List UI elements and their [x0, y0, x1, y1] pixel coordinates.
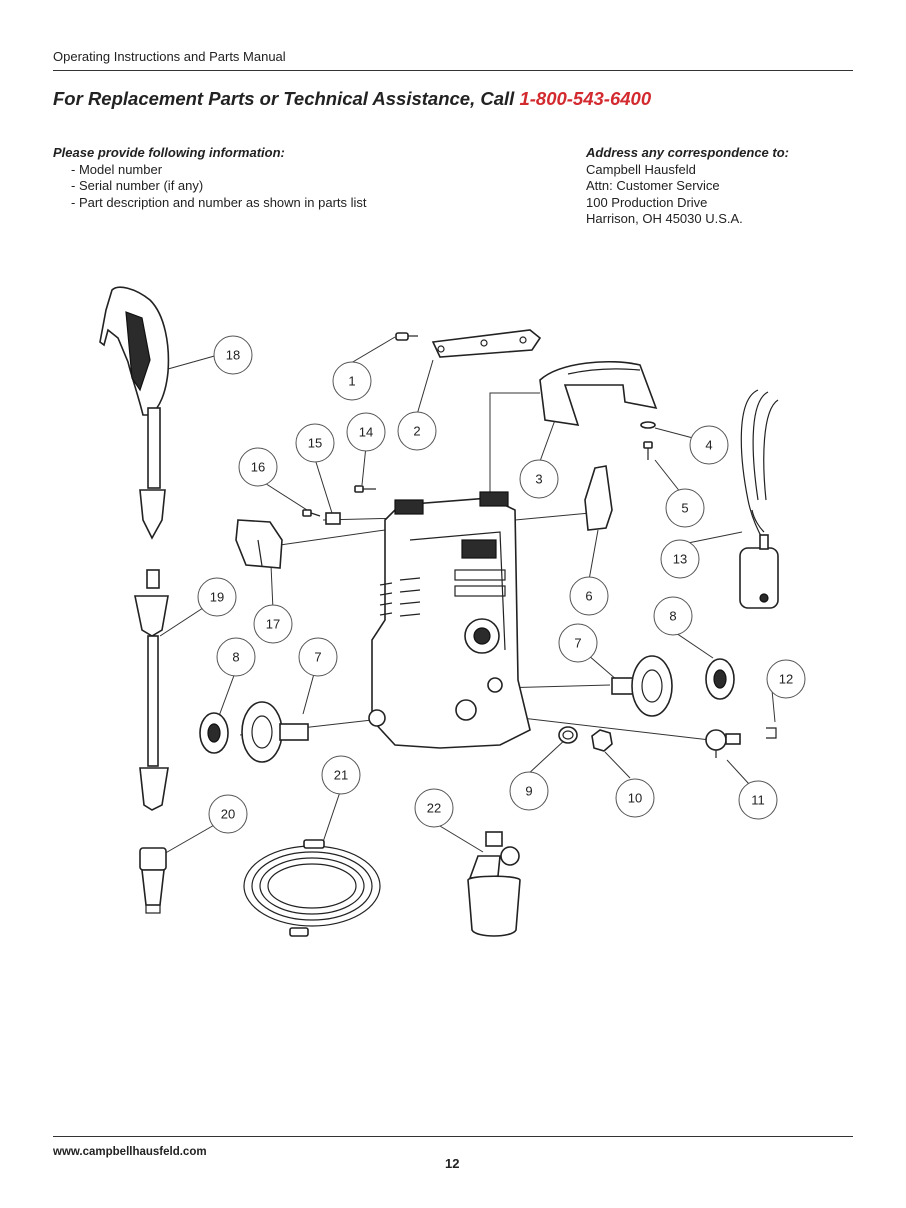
- part-axle-7-left: [241, 701, 309, 763]
- headline: For Replacement Parts or Technical Assis…: [53, 88, 651, 110]
- part-washer-4: [640, 421, 656, 429]
- part-screw-14: [354, 485, 376, 493]
- part-screw-1: [395, 332, 418, 341]
- part-o-ring-9: [558, 726, 578, 744]
- svg-text:21: 21: [334, 768, 348, 783]
- headline-text: For Replacement Parts or Technical Assis…: [53, 88, 520, 109]
- svg-text:1: 1: [348, 374, 355, 389]
- callout[interactable]: 2: [397, 411, 437, 451]
- callout[interactable]: 7: [558, 623, 598, 663]
- callout[interactable]: 1: [332, 361, 372, 401]
- callout[interactable]: 17: [253, 604, 293, 644]
- callout[interactable]: 8: [216, 637, 256, 677]
- callout[interactable]: 15: [295, 423, 335, 463]
- svg-text:18: 18: [226, 348, 240, 363]
- callout[interactable]: 6: [569, 576, 609, 616]
- part-pressure-washer-body: [368, 491, 531, 749]
- svg-text:17: 17: [266, 617, 280, 632]
- callout[interactable]: 21: [321, 755, 361, 795]
- info-item: - Serial number (if any): [71, 178, 204, 193]
- info-item: - Model number: [71, 161, 163, 177]
- part-axle-7-right: [611, 655, 673, 717]
- svg-text:15: 15: [308, 436, 322, 451]
- svg-text:5: 5: [681, 501, 688, 516]
- svg-text:13: 13: [673, 552, 687, 567]
- part-trigger-gun-18: [99, 286, 170, 489]
- callout[interactable]: 19: [197, 577, 237, 617]
- svg-text:11: 11: [751, 793, 765, 808]
- address-line: 100 Production Drive: [586, 194, 708, 210]
- info-item: - Part description and number as shown i…: [71, 194, 367, 210]
- footer-url[interactable]: www.campbellhausfeld.com: [53, 1146, 207, 1158]
- page-header: Operating Instructions and Parts Manual: [53, 49, 286, 64]
- address-line: Harrison, OH 45030 U.S.A.: [586, 211, 743, 226]
- svg-text:6: 6: [585, 589, 592, 604]
- svg-text:4: 4: [705, 438, 712, 453]
- address-line: Campbell Hausfeld: [586, 161, 696, 177]
- part-holder-17: [235, 519, 283, 569]
- svg-text:7: 7: [314, 650, 321, 665]
- info-heading: Please provide following information:: [53, 145, 285, 160]
- callouts: 1 2 3 4 5 6 7 7 8 8 9 10 11 12 13 14 15 …: [197, 335, 806, 834]
- callout[interactable]: 20: [208, 794, 248, 834]
- part-nut-10: [591, 729, 613, 752]
- callout[interactable]: 3: [519, 459, 559, 499]
- callout[interactable]: 10: [615, 778, 655, 818]
- svg-text:9: 9: [525, 784, 532, 799]
- svg-text:16: 16: [251, 460, 265, 475]
- page-number: 12: [445, 1156, 460, 1171]
- part-hose-hook-6: [584, 465, 613, 531]
- part-wheel-cap-8-right: [705, 658, 735, 700]
- svg-text:8: 8: [669, 609, 676, 624]
- part-wheel-cap-8-left: [199, 712, 229, 754]
- svg-text:10: 10: [628, 791, 642, 806]
- svg-text:22: 22: [427, 801, 441, 816]
- part-screw-5: [643, 441, 653, 460]
- part-screw-16: [302, 509, 321, 517]
- svg-text:2: 2: [413, 424, 420, 439]
- footer-rule: [53, 1136, 853, 1137]
- callout[interactable]: 9: [509, 771, 549, 811]
- svg-text:8: 8: [232, 650, 239, 665]
- callout[interactable]: 12: [766, 659, 806, 699]
- svg-text:19: 19: [210, 590, 224, 605]
- svg-text:12: 12: [779, 672, 793, 687]
- part-foam-cannon-22: [467, 831, 521, 937]
- address-block: Address any correspondence to: Campbell …: [586, 145, 789, 228]
- part-power-cord-13: [739, 389, 779, 609]
- callout[interactable]: 22: [414, 788, 454, 828]
- callout[interactable]: 16: [238, 447, 278, 487]
- info-block: Please provide following information: - …: [53, 145, 367, 211]
- part-wand-19: [134, 489, 169, 811]
- address-heading: Address any correspondence to:: [586, 145, 789, 160]
- address-line: Attn: Customer Service: [586, 178, 720, 193]
- svg-text:20: 20: [221, 807, 235, 822]
- callout[interactable]: 5: [665, 488, 705, 528]
- svg-text:14: 14: [359, 425, 373, 440]
- callout[interactable]: 13: [660, 539, 700, 579]
- callout[interactable]: 8: [653, 596, 693, 636]
- part-hose-21: [243, 839, 381, 937]
- svg-text:3: 3: [535, 472, 542, 487]
- part-nozzle-20: [139, 847, 167, 914]
- callout[interactable]: 7: [298, 637, 338, 677]
- part-cord-hook-2: [431, 329, 542, 358]
- callout[interactable]: 18: [213, 335, 253, 375]
- callout[interactable]: 4: [689, 425, 729, 465]
- header-rule: [53, 70, 853, 71]
- callout[interactable]: 14: [346, 412, 386, 452]
- part-nut-15: [325, 512, 341, 525]
- part-clip-12: [766, 727, 777, 739]
- phone-number[interactable]: 1-800-543-6400: [519, 88, 652, 109]
- svg-text:7: 7: [574, 636, 581, 651]
- part-handle-3: [539, 360, 658, 426]
- part-connector-11: [705, 729, 741, 758]
- callout[interactable]: 11: [738, 780, 778, 820]
